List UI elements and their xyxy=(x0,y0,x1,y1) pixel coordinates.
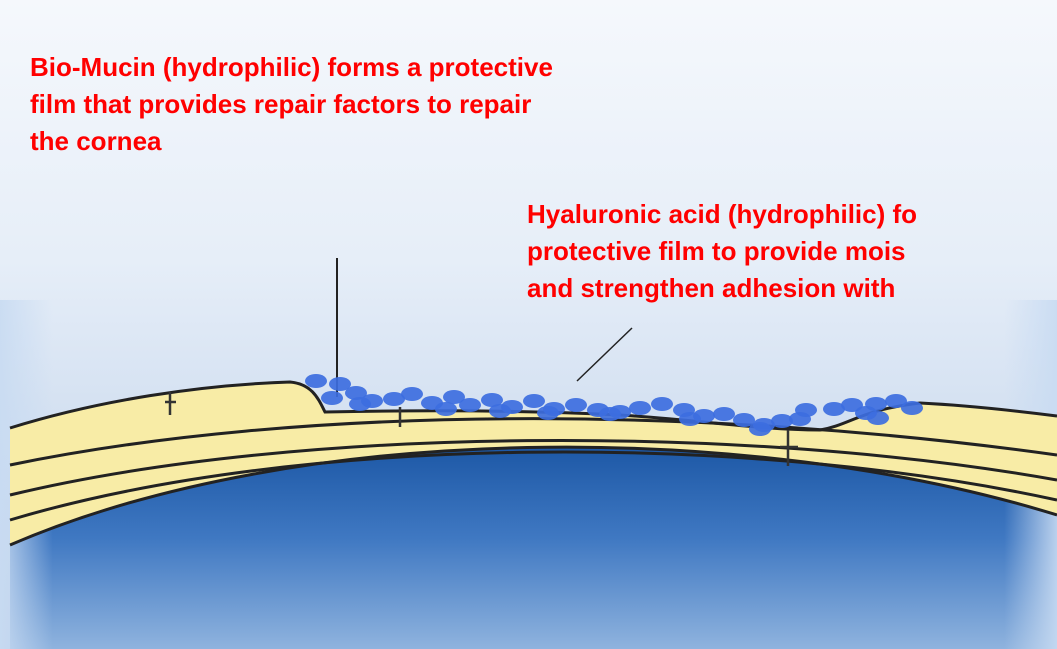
film-particle xyxy=(443,390,465,404)
film-particle xyxy=(523,394,545,408)
hyaluronic-acid-label: Hyaluronic acid (hydrophilic) fo protect… xyxy=(527,196,917,307)
film-particle xyxy=(345,386,367,400)
film-particle xyxy=(481,393,503,407)
film-particle xyxy=(867,411,889,425)
bio-mucin-label: Bio-Mucin (hydrophilic) forms a protecti… xyxy=(30,49,553,160)
bio-mucin-label-line-1: Bio-Mucin (hydrophilic) forms a protecti… xyxy=(30,52,553,82)
film-particle xyxy=(599,407,621,421)
hyaluronic-label-line-3: and strengthen adhesion with xyxy=(527,273,896,303)
film-particle xyxy=(795,403,817,417)
film-particle xyxy=(329,377,351,391)
film-particle xyxy=(885,394,907,408)
hyaluronic-pointer-line xyxy=(576,327,633,382)
film-particle xyxy=(401,387,423,401)
film-particle xyxy=(629,401,651,415)
film-particle xyxy=(305,374,327,388)
film-particle xyxy=(349,397,371,411)
cornea-tissue xyxy=(10,382,1057,545)
film-particle xyxy=(901,401,923,415)
tissue-ticks xyxy=(165,392,798,466)
film-particle xyxy=(435,402,457,416)
layer-line-4 xyxy=(9,445,1057,547)
film-particle xyxy=(321,391,343,405)
film-particle xyxy=(771,414,793,428)
film-particle xyxy=(459,398,481,412)
film-particle xyxy=(865,397,887,411)
layer-line-1 xyxy=(9,417,1057,467)
film-particle xyxy=(823,402,845,416)
film-particle xyxy=(651,397,673,411)
layer-line-2 xyxy=(9,438,1057,497)
film-particle xyxy=(537,406,559,420)
layer-line-3 xyxy=(9,450,1057,522)
film-particle xyxy=(489,404,511,418)
bio-mucin-label-line-2: film that provides repair factors to rep… xyxy=(30,89,532,119)
film-particle xyxy=(679,412,701,426)
film-particle xyxy=(383,392,405,406)
bio-mucin-label-line-3: the cornea xyxy=(30,126,162,156)
film-particle xyxy=(713,407,735,421)
hyaluronic-label-line-1: Hyaluronic acid (hydrophilic) fo xyxy=(527,199,918,229)
film-particle xyxy=(749,422,771,436)
protective-film-particles xyxy=(305,374,923,436)
film-particle xyxy=(841,398,863,412)
film-particle xyxy=(565,398,587,412)
film-particle xyxy=(733,413,755,427)
hyaluronic-label-line-2: protective film to provide mois xyxy=(527,236,906,266)
